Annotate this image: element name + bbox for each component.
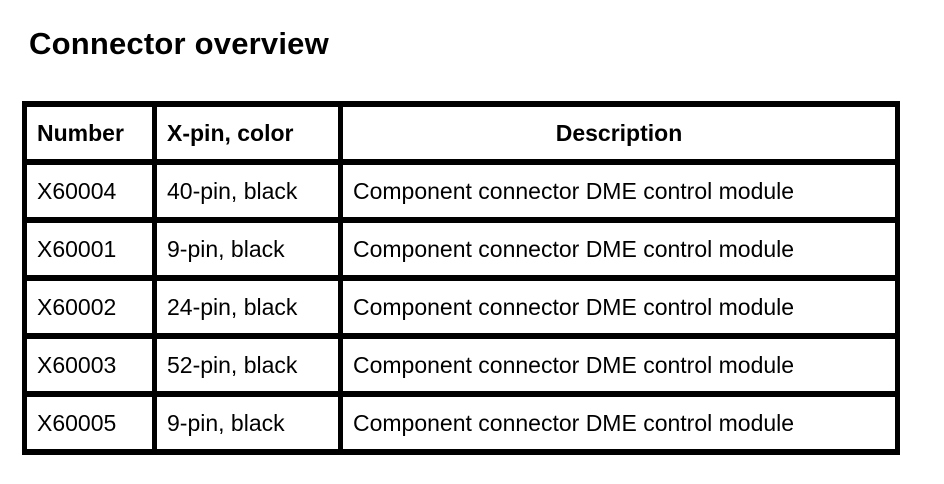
cell-number: X60003 bbox=[22, 333, 157, 397]
page-title: Connector overview bbox=[29, 26, 329, 61]
header-row: Number X-pin, color Description bbox=[22, 101, 900, 165]
cell-description: Component connector DME control module bbox=[338, 391, 900, 455]
connector-overview-table: Number X-pin, color Description X60004 4… bbox=[22, 101, 900, 455]
cell-number: X60001 bbox=[22, 217, 157, 281]
column-header-pin-color: X-pin, color bbox=[152, 101, 343, 165]
cell-description: Component connector DME control module bbox=[338, 275, 900, 339]
column-header-description: Description bbox=[338, 101, 900, 165]
table-row: X60001 9-pin, black Component connector … bbox=[22, 217, 900, 281]
cell-description: Component connector DME control module bbox=[338, 217, 900, 281]
table-row: X60002 24-pin, black Component connector… bbox=[22, 275, 900, 339]
cell-number: X60004 bbox=[22, 159, 157, 223]
table-body: X60004 40-pin, black Component connector… bbox=[22, 159, 900, 455]
table-row: X60004 40-pin, black Component connector… bbox=[22, 159, 900, 223]
cell-number: X60005 bbox=[22, 391, 157, 455]
table-header: Number X-pin, color Description bbox=[22, 101, 900, 165]
cell-pin-color: 9-pin, black bbox=[152, 391, 343, 455]
cell-pin-color: 40-pin, black bbox=[152, 159, 343, 223]
cell-description: Component connector DME control module bbox=[338, 333, 900, 397]
column-header-number: Number bbox=[22, 101, 157, 165]
table-row: X60003 52-pin, black Component connector… bbox=[22, 333, 900, 397]
cell-pin-color: 9-pin, black bbox=[152, 217, 343, 281]
cell-pin-color: 24-pin, black bbox=[152, 275, 343, 339]
cell-description: Component connector DME control module bbox=[338, 159, 900, 223]
cell-pin-color: 52-pin, black bbox=[152, 333, 343, 397]
cell-number: X60002 bbox=[22, 275, 157, 339]
table-row: X60005 9-pin, black Component connector … bbox=[22, 391, 900, 455]
